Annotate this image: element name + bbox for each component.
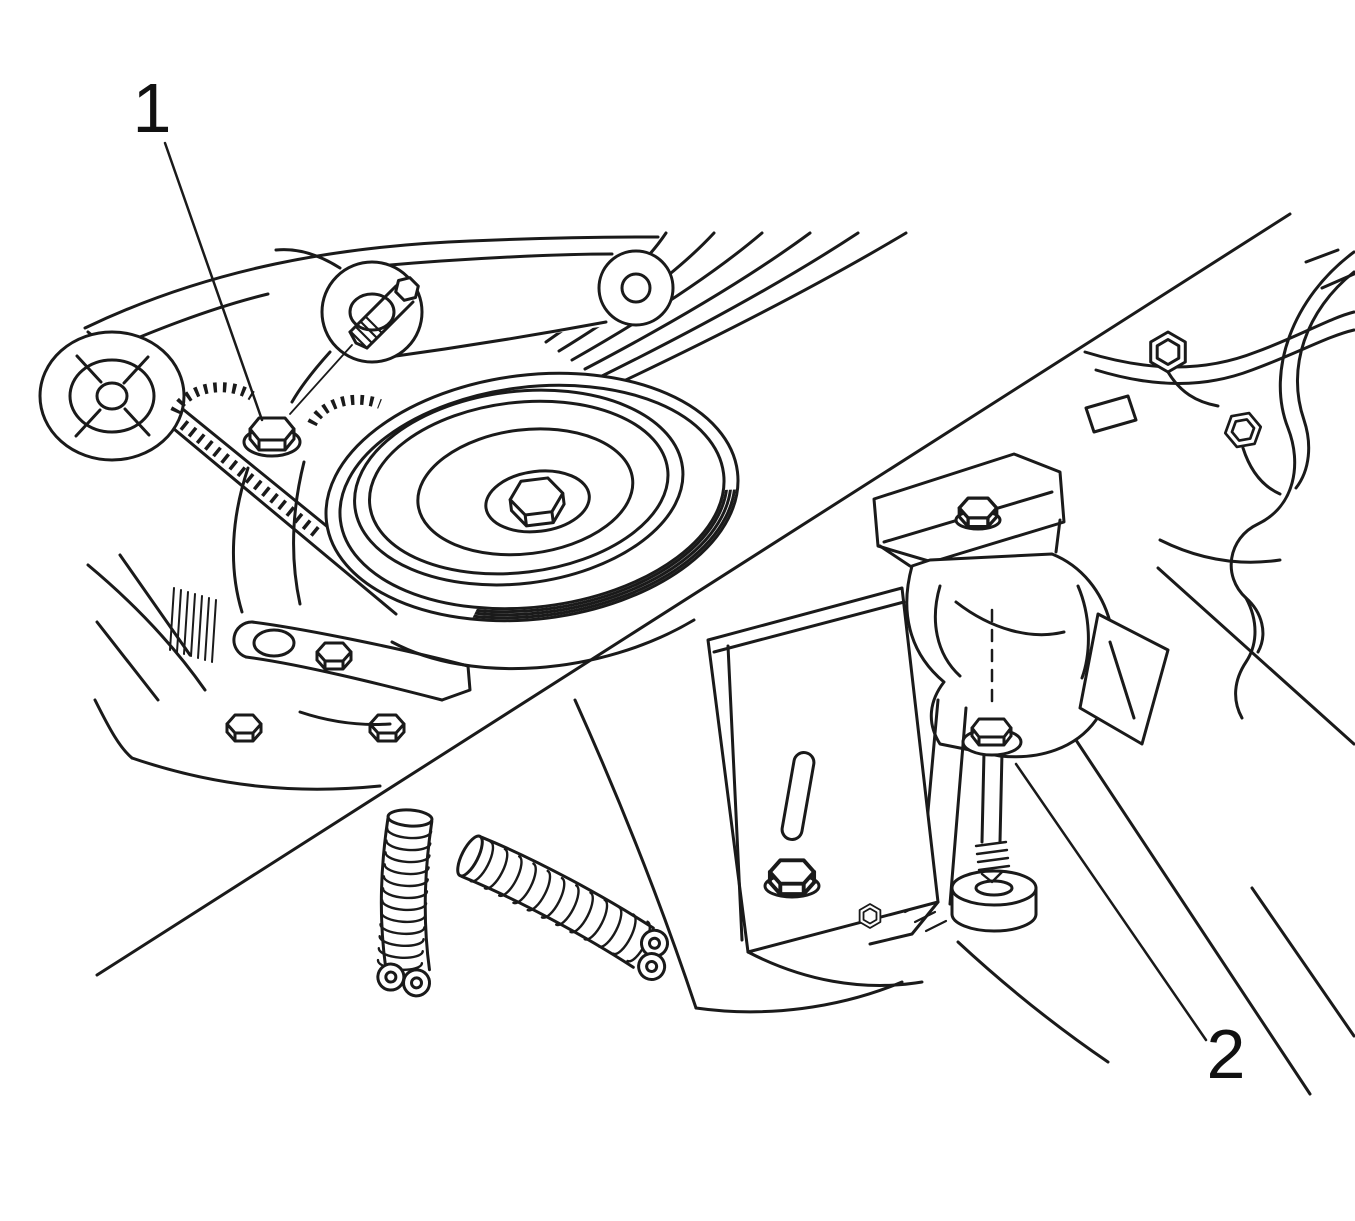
block-bolt xyxy=(315,641,353,671)
harness-nut xyxy=(1149,330,1187,374)
pulley-hub-bolt xyxy=(508,476,566,528)
engine-mount-body xyxy=(878,518,1170,933)
block-bolt xyxy=(225,713,263,743)
left-view xyxy=(38,231,908,791)
nut-1 xyxy=(248,416,296,442)
stud-threads xyxy=(974,840,1011,884)
pump-body-lines xyxy=(231,460,306,614)
callout-2-leader xyxy=(1014,762,1208,1042)
crank-pulley xyxy=(324,371,740,623)
mount-bushing xyxy=(950,869,1038,907)
stud-assembly-2 xyxy=(950,608,1038,933)
belt-under-arc xyxy=(390,618,696,671)
divider-line xyxy=(95,212,1292,977)
mount-bracket-plate xyxy=(706,586,940,987)
callout-1: 1 xyxy=(133,69,264,422)
hatch-band xyxy=(169,587,217,663)
callout-2: 2 xyxy=(1014,762,1246,1093)
callout-1-leader xyxy=(163,141,264,422)
harness-nut xyxy=(1220,406,1266,454)
right-view xyxy=(376,248,1355,1096)
nut-washer-1 xyxy=(242,416,302,458)
small-nut xyxy=(858,903,882,929)
wiring-harness xyxy=(1083,248,1355,720)
corrugated-hose-right xyxy=(456,834,669,982)
nut-2 xyxy=(970,717,1013,739)
bracket-slot xyxy=(780,751,816,841)
callout-1-label: 1 xyxy=(133,69,172,147)
block-bolt xyxy=(368,713,406,743)
stud-shaft xyxy=(980,750,1004,844)
engine-block-details xyxy=(86,553,472,791)
sprocket-teeth xyxy=(170,382,382,427)
bolt-axis-line xyxy=(289,344,353,415)
bracket-bolt xyxy=(289,276,420,415)
mount-top-plate xyxy=(872,452,1066,564)
corrugated-hose-left xyxy=(376,808,434,998)
callout-2-label: 2 xyxy=(1207,1015,1246,1093)
left-pulley xyxy=(38,330,186,462)
bolt-threads xyxy=(349,315,384,350)
engine-edges xyxy=(573,566,1355,1096)
